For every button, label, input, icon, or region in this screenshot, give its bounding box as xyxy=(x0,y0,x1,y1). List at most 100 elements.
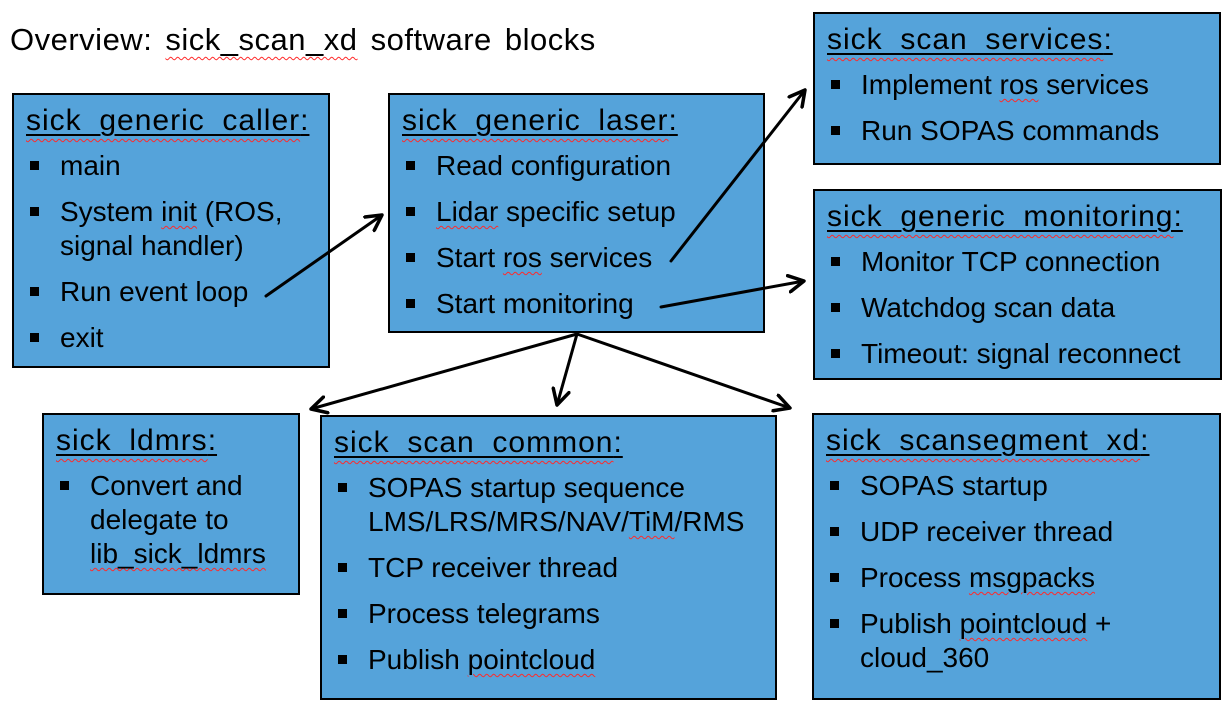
bullet-item: Lidar specific setup xyxy=(402,195,751,229)
misspelled-word: ros xyxy=(502,242,542,273)
text-segment: Start xyxy=(436,242,503,273)
bullet-item: System init (ROS, signal handler) xyxy=(26,195,316,263)
text-segment: : xyxy=(613,426,623,459)
bullet-item: exit xyxy=(26,321,316,355)
bullet-item: Watchdog scan data xyxy=(827,291,1208,325)
misspelled-word: ros xyxy=(999,69,1039,100)
text-segment: : xyxy=(1140,424,1150,457)
text-segment: Run event loop xyxy=(60,276,249,307)
bullet-item: Implement ros services xyxy=(827,68,1207,102)
text-segment: : xyxy=(207,424,218,457)
bullet-item: Monitor TCP connection xyxy=(827,245,1208,279)
misspelled-word: init xyxy=(161,196,197,227)
misspelled-word: sick_generic_caller xyxy=(26,104,301,137)
text-segment: exit xyxy=(60,322,104,353)
page-title: Overview: sick_scan_xd software blocks xyxy=(10,22,596,58)
block-heading: sick_scan_services: xyxy=(827,22,1207,58)
text-segment: Implement xyxy=(861,69,1000,100)
text-segment: Process xyxy=(860,562,969,593)
block-heading: sick_scan_common: xyxy=(334,425,763,461)
block-heading: sick_generic_monitoring: xyxy=(827,199,1208,235)
text-segment: services xyxy=(1038,69,1149,100)
text-segment: Convert and delegate to xyxy=(90,470,243,535)
text-segment: /RMS xyxy=(674,506,745,537)
text-segment: : xyxy=(668,104,678,137)
text-segment: Start monitoring xyxy=(436,288,634,319)
bullet-item: Start ros services xyxy=(402,241,751,275)
bullet-item: Convert and delegate to lib_sick_ldmrs xyxy=(56,469,286,571)
misspelled-word: sick_scan_common xyxy=(334,426,614,459)
misspelled-word: sick_scan_xd xyxy=(165,22,358,57)
bullet-item: main xyxy=(26,149,316,183)
bullet-item: Run SOPAS commands xyxy=(827,114,1207,148)
bullet-item: Process telegrams xyxy=(334,597,763,631)
misspelled-word: msgpacks xyxy=(968,562,1095,593)
text-segment: : xyxy=(1173,200,1183,233)
text-segment: services xyxy=(541,242,653,273)
block-heading: sick_scansegment_xd: xyxy=(826,423,1207,459)
bullet-item: Publish pointcloud xyxy=(334,643,763,677)
arrow-laser-to-scansegment-xd xyxy=(575,332,790,408)
text-segment: Read configuration xyxy=(436,150,672,181)
bullet-item: Process msgpacks xyxy=(826,561,1207,595)
text-segment: (ROS, signal handler) xyxy=(60,196,283,261)
misspelled-word: sick_scansegment_xd xyxy=(826,424,1141,457)
text-segment: Timeout: signal reconnect xyxy=(861,338,1181,369)
text-segment: Watchdog scan data xyxy=(861,292,1116,323)
misspelled-word: sick_generic_laser xyxy=(402,104,669,137)
bullet-item: SOPAS startup xyxy=(826,469,1207,503)
misspelled-word: sick_scan_services xyxy=(827,23,1104,56)
bullet-item: Run event loop xyxy=(26,275,316,309)
misspelled-word: lib_sick_ldmrs xyxy=(90,538,266,569)
text-segment: main xyxy=(60,150,121,181)
misspelled-word: sick_generic_monitoring xyxy=(827,200,1174,233)
block-items: Convert and delegate to lib_sick_ldmrs xyxy=(56,469,286,571)
block-heading: sick_ldmrs: xyxy=(56,423,286,459)
arrow-laser-to-scan-common xyxy=(557,332,579,405)
bullet-item: Timeout: signal reconnect xyxy=(827,337,1208,371)
text-segment: specific setup xyxy=(498,196,676,227)
text-segment: Monitor TCP connection xyxy=(861,246,1161,277)
text-segment: Process telegrams xyxy=(368,598,600,629)
text-segment: software blocks xyxy=(357,22,596,57)
text-segment: Publish xyxy=(368,644,468,675)
block-sick-generic-monitoring: sick_generic_monitoring: Monitor TCP con… xyxy=(813,189,1222,380)
misspelled-word: pointcloud xyxy=(467,644,596,675)
text-segment: Publish xyxy=(860,608,960,639)
text-segment: System xyxy=(60,196,162,227)
misspelled-word: pointcloud xyxy=(959,608,1088,639)
block-sick-ldmrs: sick_ldmrs: Convert and delegate to lib_… xyxy=(42,413,300,595)
block-heading: sick_generic_laser: xyxy=(402,103,751,139)
bullet-item: TCP receiver thread xyxy=(334,551,763,585)
misspelled-word: Lidar xyxy=(436,196,499,227)
bullet-item: SOPAS startup sequence LMS/LRS/MRS/NAV/T… xyxy=(334,471,763,539)
block-sick-scan-services: sick_scan_services: Implement ros servic… xyxy=(813,12,1221,165)
text-segment: : xyxy=(300,104,310,137)
text-segment: SOPAS startup sequence LMS/LRS/MRS/NAV/ xyxy=(368,472,685,537)
misspelled-word: TiM xyxy=(628,506,675,537)
text-segment: UDP receiver thread xyxy=(860,516,1114,547)
text-segment: + cloud_360 xyxy=(860,608,1112,673)
text-segment: TCP receiver thread xyxy=(368,552,619,583)
bullet-item: Publish pointcloud + cloud_360 xyxy=(826,607,1207,675)
text-segment: Overview: xyxy=(10,22,166,57)
block-items: SOPAS startup sequence LMS/LRS/MRS/NAV/T… xyxy=(334,471,763,677)
text-segment: Run SOPAS commands xyxy=(861,115,1160,146)
text-segment: : xyxy=(1103,23,1113,56)
bullet-item: UDP receiver thread xyxy=(826,515,1207,549)
arrow-laser-to-ldmrs xyxy=(311,332,579,409)
block-sick-scan-common: sick_scan_common: SOPAS startup sequence… xyxy=(320,415,777,700)
misspelled-word: sick_ldmrs xyxy=(56,424,208,457)
block-heading: sick_generic_caller: xyxy=(26,103,316,139)
bullet-item: Start monitoring xyxy=(402,287,751,321)
bullet-item: Read configuration xyxy=(402,149,751,183)
text-segment: SOPAS startup xyxy=(860,470,1048,501)
